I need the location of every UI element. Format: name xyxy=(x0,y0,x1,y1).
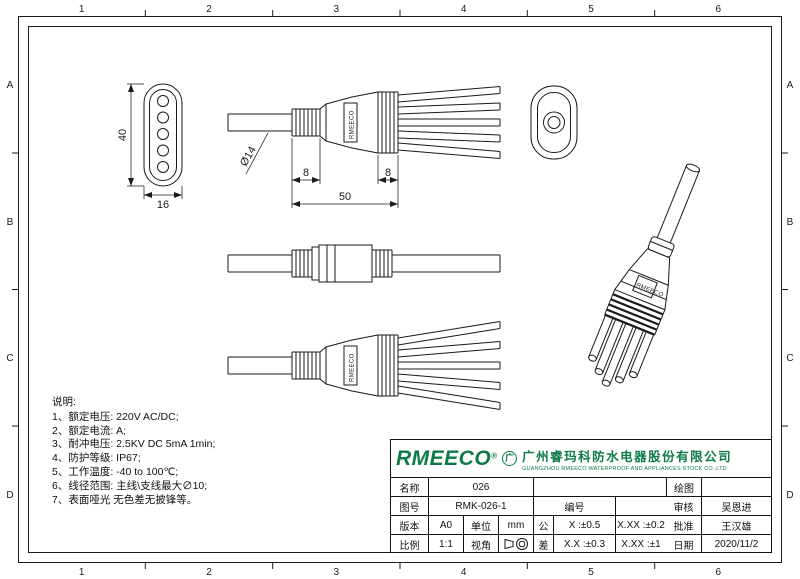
note-line-7: 7、表面哑光 无色差无披锋等。 xyxy=(52,493,198,506)
note-line-1: 1、额定电压: 220V AC/DC; xyxy=(52,410,179,423)
check-value: 吴恩进 xyxy=(701,496,771,515)
note-line-2: 2、额定电流: A; xyxy=(52,424,127,437)
company-name: 广州睿玛科防水电器股份有限公司 GUANGZHOU RMEECO WATERPR… xyxy=(522,446,732,472)
note-line-4: 4、防护等级: IP67; xyxy=(52,452,141,465)
splitter-bottom-view: RMEECO xyxy=(227,321,501,410)
approve-label: 批准 xyxy=(666,515,701,534)
col-label-bottom-1: 1 xyxy=(79,567,85,578)
col-label-top-1: 1 xyxy=(79,4,85,15)
tolerance-xxx-2: X.XX :±1 xyxy=(615,534,666,553)
row-label-left-c: C xyxy=(6,353,13,364)
drawing-no-label: 图号 xyxy=(391,496,428,515)
empty-cell xyxy=(533,477,666,496)
company-name-en: GUANGZHOU RMEECO WATERPROOF AND APPLIANC… xyxy=(522,465,727,472)
dim-rib-right: 8 xyxy=(377,155,399,208)
dim-end-width: 16 xyxy=(143,186,183,211)
unit-value: mm xyxy=(498,515,533,534)
col-label-top-4: 4 xyxy=(461,4,467,15)
view-angle-label: 视角 xyxy=(463,534,498,553)
col-label-bottom-5: 5 xyxy=(588,567,594,578)
tolerance-label-bottom: 差 xyxy=(533,534,553,553)
name-value: 026 xyxy=(428,477,533,496)
col-label-top-2: 2 xyxy=(206,4,212,15)
drawn-label: 绘图 xyxy=(666,477,701,496)
brand-text: RMEECO xyxy=(396,446,492,470)
row-label-left-b: B xyxy=(7,217,14,228)
isometric-view: RMEECO xyxy=(588,163,701,387)
col-label-top-5: 5 xyxy=(588,4,594,15)
dim-end-height: 40 xyxy=(117,83,144,187)
connector-body-label-top: RMEECO xyxy=(350,110,356,139)
tolerance-x: X :±0.5 xyxy=(553,515,615,534)
drawing-no-value: RMK-026-1 xyxy=(428,496,533,515)
end-view xyxy=(143,83,183,187)
date-value: 2020/11/2 xyxy=(701,534,771,553)
note-line-5: 5、工作温度: -40 to 100℃; xyxy=(52,465,179,478)
tolerance-label-top: 公 xyxy=(533,515,553,534)
unit-label: 单位 xyxy=(463,515,498,534)
tolerance-xxx-1: X.XX :±0.2 xyxy=(615,515,666,534)
scale-label: 比例 xyxy=(391,534,428,553)
dim-text-50: 50 xyxy=(339,191,351,203)
notes-title: 说明: xyxy=(52,396,76,408)
row-label-left-d: D xyxy=(6,490,13,501)
dim-text-8-left: 8 xyxy=(303,167,309,179)
serial-label: 编号 xyxy=(533,496,615,515)
front-view xyxy=(530,85,578,160)
title-block-grid: 名称 026 绘图 图号 RMK-026-1 编号 审核 吴恩进 版本 A0 单… xyxy=(391,477,771,553)
col-label-bottom-6: 6 xyxy=(716,567,722,578)
grid-labels: 1 2 3 4 5 6 1 2 3 4 5 6 A B C D A B C D xyxy=(6,4,793,578)
check-label: 审核 xyxy=(666,496,701,515)
connector-body-label-3d: RMEECO xyxy=(635,283,664,299)
note-line-3: 3、耐冲电压: 2.5KV DC 5mA 1min; xyxy=(52,438,216,451)
registered-mark: ® xyxy=(491,451,498,461)
connector-body-label-bottom: RMEECO xyxy=(350,353,356,382)
rmeeco-logo: RMEECO® xyxy=(396,447,497,471)
col-label-bottom-2: 2 xyxy=(206,567,212,578)
notes: 说明: 1、额定电压: 220V AC/DC; 2、额定电流: A; 3、耐冲电… xyxy=(52,396,215,507)
row-label-left-a: A xyxy=(7,80,14,91)
dim-body-length: 50 xyxy=(292,191,398,207)
note-line-6: 6、线径范围: 主线\支线最大∅10; xyxy=(52,479,208,492)
logo-row: RMEECO® 广 广州睿玛科防水电器股份有限公司 GUANGZHOU RMEE… xyxy=(391,440,771,477)
splitter-top-view: RMEECO xyxy=(227,86,501,159)
col-label-bottom-4: 4 xyxy=(461,567,467,578)
dim-text-40: 40 xyxy=(117,129,129,141)
version-value: A0 xyxy=(428,515,463,534)
row-label-right-d: D xyxy=(786,490,793,501)
serial-value xyxy=(615,496,666,515)
tolerance-xx: X.X :±0.3 xyxy=(553,534,615,553)
row-label-right-b: B xyxy=(787,217,794,228)
col-label-bottom-3: 3 xyxy=(334,567,340,578)
approve-value: 王汉雄 xyxy=(701,515,771,534)
date-label: 日期 xyxy=(666,534,701,553)
row-label-right-c: C xyxy=(786,353,793,364)
version-label: 版本 xyxy=(391,515,428,534)
col-label-top-3: 3 xyxy=(334,4,340,15)
dim-text-16: 16 xyxy=(157,199,169,211)
drawn-value xyxy=(701,477,771,496)
row-label-right-a: A xyxy=(787,80,794,91)
col-label-top-6: 6 xyxy=(716,4,722,15)
company-name-cn: 广州睿玛科防水电器股份有限公司 xyxy=(522,449,733,464)
name-label: 名称 xyxy=(391,477,428,496)
projection-symbol xyxy=(498,534,533,553)
dim-rib-left: 8 xyxy=(291,138,321,208)
inline-view xyxy=(227,244,501,283)
dim-text-8-right: 8 xyxy=(385,167,391,179)
company-badge-icon: 广 xyxy=(502,451,518,466)
dim-cable-diameter: Ø14 xyxy=(238,132,269,175)
scale-value: 1:1 xyxy=(428,534,463,553)
title-block: RMEECO® 广 广州睿玛科防水电器股份有限公司 GUANGZHOU RMEE… xyxy=(390,439,772,553)
